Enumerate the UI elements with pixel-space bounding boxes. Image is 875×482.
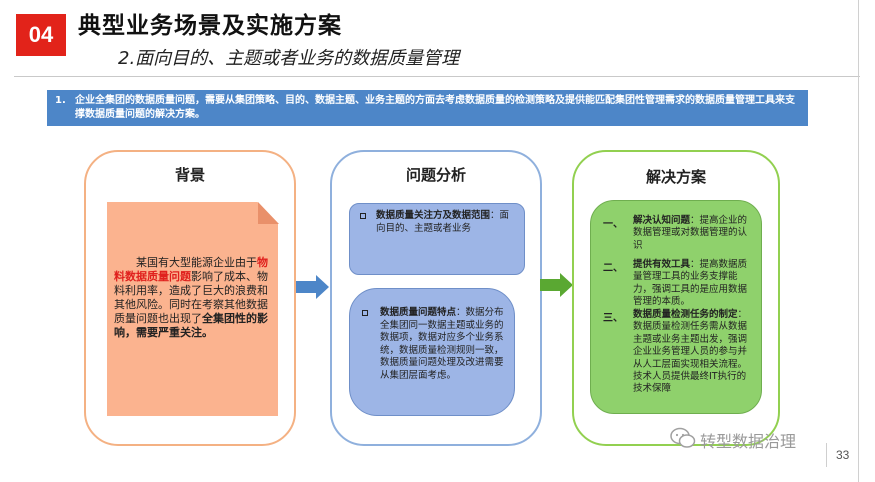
section-number-badge: 04 — [16, 14, 66, 56]
arrow-right-icon — [540, 273, 573, 297]
solution-item-1-head: 解决认知问题 — [633, 215, 691, 226]
summary-banner: 1. 企业全集团的数据质量问题，需要从集团策略、目的、数据主题、业务主题的方面去… — [47, 90, 808, 126]
right-edge-line — [858, 0, 859, 482]
solution-item-2-head: 提供有效工具 — [633, 259, 691, 270]
background-text-part2: 影响了成本、物料利用率，造成了巨大的浪费和其他风险。同时在考察其他数据质量问题也… — [114, 270, 268, 325]
solution-panel-title: 解决方案 — [645, 168, 706, 186]
page-subtitle: 2.面向目的、主题或者业务的数据质量管理 — [118, 48, 460, 69]
banner-text: 企业全集团的数据质量问题，需要从集团策略、目的、数据主题、业务主题的方面去考虑数… — [75, 95, 795, 120]
solution-item-1-number: 一、 — [603, 219, 623, 230]
solution-item-2-body: ：提高数据质量管理工具的业务支撑能力，强调工具的是应用数据管理的本质。 — [633, 259, 748, 308]
header-divider — [14, 76, 860, 77]
solution-item-3-head: 数据质量检测任务的制定 — [633, 309, 738, 320]
footer-divider — [826, 443, 827, 467]
solution-item-1-body: ：提高企业的数据管理或对数据管理的认识 — [633, 215, 748, 251]
solution-item-2: 提供有效工具：提高数据质量管理工具的业务支撑能力，强调工具的是应用数据管理的本质… — [633, 259, 753, 309]
banner-number: 1. — [55, 95, 66, 106]
square-bullet-icon — [362, 310, 368, 316]
square-bullet-icon — [360, 213, 366, 219]
solution-item-3: 数据质量检测任务的制定：数据质量检测任务需从数据主题或业务主题出发，强调企业业务… — [633, 309, 753, 396]
background-text-part1: 某国有大型能源企业由于 — [136, 256, 257, 269]
background-bold-text: 全集团性的影响，需要严重关注。 — [114, 312, 268, 339]
watermark-text: 转型数据治理 — [700, 432, 797, 451]
background-note-card — [107, 202, 278, 416]
background-panel-title: 背景 — [174, 166, 205, 184]
analysis-item-2-head: 数据质量问题特点 — [380, 307, 457, 318]
solution-list: 一、 解决认知问题：提高企业的数据管理或对数据管理的认识 二、 提供有效工具：提… — [590, 200, 762, 414]
analysis-item-2-body: ：数据分布全集团同一数据主题或业务的数据项，数据对应多个业务系统，数据质量检测规… — [380, 307, 504, 381]
solution-item-3-body: ：数据质量检测任务需从数据主题或业务主题出发，强调企业业务管理人员的参与并从人工… — [633, 309, 748, 395]
arrow-right-icon — [296, 275, 329, 299]
analysis-item-1: 数据质量关注方及数据范围：面向目的、主题或者业务 — [349, 203, 525, 275]
page-number: 33 — [836, 448, 850, 462]
analysis-item-1-body: ：面向目的、主题或者业务 — [376, 210, 510, 234]
analysis-panel-title: 问题分析 — [405, 166, 466, 184]
background-highlight: 物料数据质量问题 — [114, 256, 268, 283]
solution-item-1: 解决认知问题：提高企业的数据管理或对数据管理的认识 — [633, 215, 753, 252]
analysis-item-1-text: 数据质量关注方及数据范围：面向目的、主题或者业务 — [376, 210, 518, 235]
analysis-item-1-head: 数据质量关注方及数据范围 — [376, 210, 491, 221]
analysis-item-2-text: 数据质量问题特点：数据分布全集团同一数据主题或业务的数据项，数据对应多个业务系统… — [380, 307, 504, 382]
wechat-icon — [670, 427, 696, 448]
page-title: 典型业务场景及实施方案 — [78, 13, 342, 39]
analysis-item-2: 数据质量问题特点：数据分布全集团同一数据主题或业务的数据项，数据对应多个业务系统… — [349, 288, 515, 416]
background-text: 某国有大型能源企业由于物料数据质量问题影响了成本、物料利用率，造成了巨大的浪费和… — [114, 256, 272, 340]
solution-item-2-number: 二、 — [603, 263, 623, 274]
solution-item-3-number: 三、 — [603, 313, 623, 324]
